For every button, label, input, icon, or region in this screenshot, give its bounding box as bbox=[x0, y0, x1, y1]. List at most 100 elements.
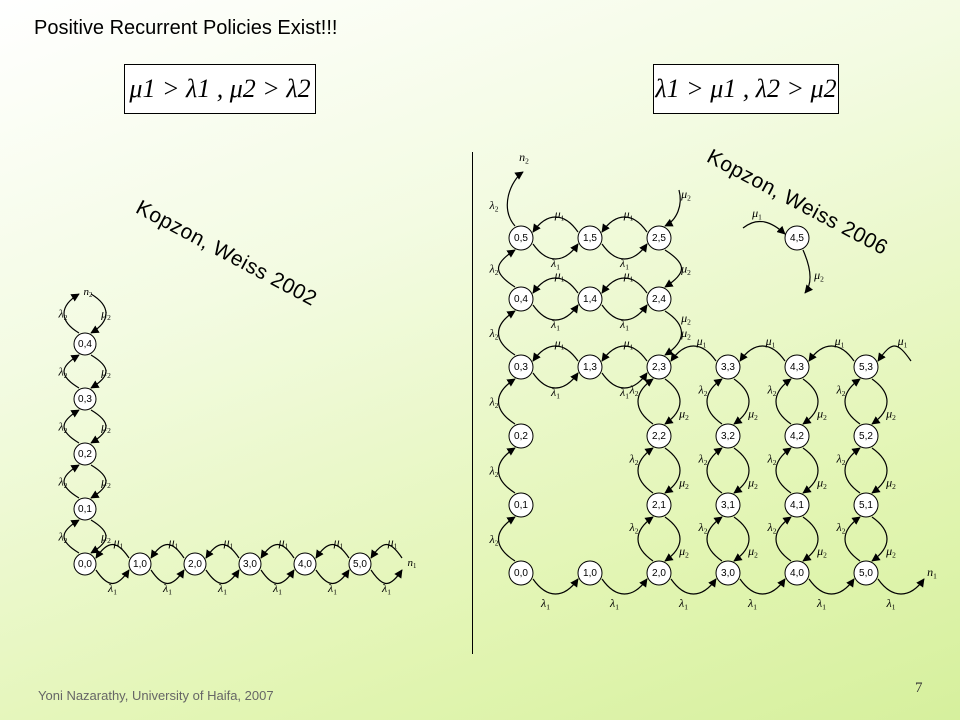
state-circle bbox=[646, 286, 672, 312]
state-circle bbox=[646, 560, 672, 586]
axis-label-n2: n2 bbox=[519, 150, 529, 165]
rate-label: μ2 bbox=[100, 365, 111, 380]
transition-arrow bbox=[498, 516, 516, 562]
state-circle bbox=[853, 560, 879, 586]
transition-arrow bbox=[664, 249, 683, 288]
transition-arrow bbox=[775, 378, 792, 425]
state-node-3-0: 3,0 bbox=[238, 552, 262, 576]
state-circle bbox=[577, 354, 603, 380]
rate-label: μ1 bbox=[223, 535, 234, 550]
state-label: 4,5 bbox=[790, 233, 804, 244]
transition-arrow bbox=[706, 516, 723, 562]
state-circle bbox=[715, 354, 741, 380]
rate-label: μ1 bbox=[554, 268, 565, 283]
rate-label: μ1 bbox=[387, 535, 398, 550]
rate-label: λ2 bbox=[698, 452, 708, 467]
rate-label: λ1 bbox=[540, 596, 550, 611]
rate-label: μ2 bbox=[747, 544, 758, 559]
axis-label-n1: n1 bbox=[408, 557, 417, 570]
rate-label: λ1 bbox=[609, 596, 619, 611]
transition-arrow bbox=[601, 216, 648, 233]
state-label: 4,1 bbox=[790, 500, 804, 511]
state-node-5-3: 5,3 bbox=[853, 354, 879, 380]
rate-label: μ1 bbox=[751, 206, 762, 221]
transition-arrow bbox=[601, 304, 648, 321]
state-node-4-2: 4,2 bbox=[784, 423, 810, 449]
transition-arrow bbox=[844, 447, 861, 494]
state-label: 5,0 bbox=[859, 568, 873, 579]
rate-label: λ2 bbox=[767, 520, 777, 535]
state-label: 4,0 bbox=[790, 568, 804, 579]
rate-label: μ2 bbox=[680, 262, 691, 277]
state-circle bbox=[715, 423, 741, 449]
state-node-0-1: 0,1 bbox=[508, 492, 534, 518]
rate-label: μ2 bbox=[747, 407, 758, 422]
page-number: 7 bbox=[915, 680, 923, 696]
state-label: 0,1 bbox=[514, 500, 528, 511]
transition-arrow bbox=[532, 578, 579, 595]
transition-arrow bbox=[601, 277, 648, 294]
state-label: 1,4 bbox=[583, 294, 597, 305]
transition-arrow bbox=[871, 447, 888, 494]
transition-arrow bbox=[664, 378, 681, 425]
transition-arrow bbox=[871, 516, 888, 562]
rate-label: λ1 bbox=[619, 385, 629, 400]
state-circle bbox=[128, 552, 152, 576]
transition-arrow bbox=[90, 464, 107, 499]
rate-label: λ2 bbox=[58, 365, 68, 380]
state-circle bbox=[646, 423, 672, 449]
state-circle bbox=[646, 225, 672, 251]
transition-arrow bbox=[706, 378, 723, 425]
transition-arrow bbox=[532, 372, 579, 389]
state-label: 0,0 bbox=[78, 559, 92, 570]
transition-arrow bbox=[63, 409, 80, 444]
rate-label: μ2 bbox=[816, 476, 827, 491]
state-label: 0,2 bbox=[514, 431, 528, 442]
rate-label: μ1 bbox=[554, 336, 565, 351]
state-label: 0,1 bbox=[78, 504, 92, 515]
transition-arrow bbox=[664, 189, 681, 227]
transition-arrow bbox=[664, 447, 681, 494]
panel-divider bbox=[472, 152, 473, 654]
state-circle bbox=[508, 423, 534, 449]
transition-arrow bbox=[315, 543, 350, 559]
state-label: 2,5 bbox=[652, 233, 666, 244]
rate-label: μ1 bbox=[113, 535, 124, 550]
rate-label: λ2 bbox=[489, 532, 499, 547]
right-state-diagram: λ2 λ2 λ2 λ2 λ2 λ2 n2 μ2 μ2 μ2 μ2 μ1 λ1 μ1 λ1 μ1 λ1 μ1 λ1 μ1… bbox=[489, 150, 938, 611]
state-circle bbox=[784, 423, 810, 449]
state-label: 0,5 bbox=[514, 233, 528, 244]
state-label: 0,2 bbox=[78, 449, 92, 460]
state-label: 0,4 bbox=[78, 339, 92, 350]
rate-label: μ1 bbox=[834, 334, 845, 349]
state-circle bbox=[853, 492, 879, 518]
state-circle bbox=[784, 492, 810, 518]
transition-arrow bbox=[90, 354, 107, 389]
transition-arrow bbox=[63, 519, 80, 554]
transition-arrow bbox=[532, 345, 579, 362]
transition-arrow bbox=[802, 447, 819, 494]
rate-label: μ2 bbox=[678, 476, 689, 491]
transition-arrow bbox=[150, 569, 185, 585]
transition-arrow bbox=[733, 447, 750, 494]
rate-label: λ2 bbox=[629, 520, 639, 535]
rate-label: λ2 bbox=[58, 420, 68, 435]
rate-label: μ1 bbox=[554, 207, 565, 222]
transition-arrow bbox=[532, 243, 579, 260]
rate-label: μ1 bbox=[897, 334, 908, 349]
rate-label: λ2 bbox=[629, 383, 639, 398]
state-node-0-0: 0,0 bbox=[73, 552, 97, 576]
rate-label: λ1 bbox=[550, 385, 560, 400]
state-label: 2,2 bbox=[652, 431, 666, 442]
state-node-3-1: 3,1 bbox=[715, 492, 741, 518]
rate-label: μ1 bbox=[623, 336, 634, 351]
transition-arrow bbox=[601, 372, 648, 389]
state-node-0-0: 0,0 bbox=[508, 560, 534, 586]
state-label: 1,0 bbox=[133, 559, 147, 570]
state-circle bbox=[73, 497, 97, 521]
state-label: 5,0 bbox=[353, 559, 367, 570]
state-label: 5,2 bbox=[859, 431, 873, 442]
rate-label: λ2 bbox=[698, 520, 708, 535]
transition-arrow bbox=[90, 409, 107, 444]
rate-label: μ2 bbox=[680, 326, 691, 341]
